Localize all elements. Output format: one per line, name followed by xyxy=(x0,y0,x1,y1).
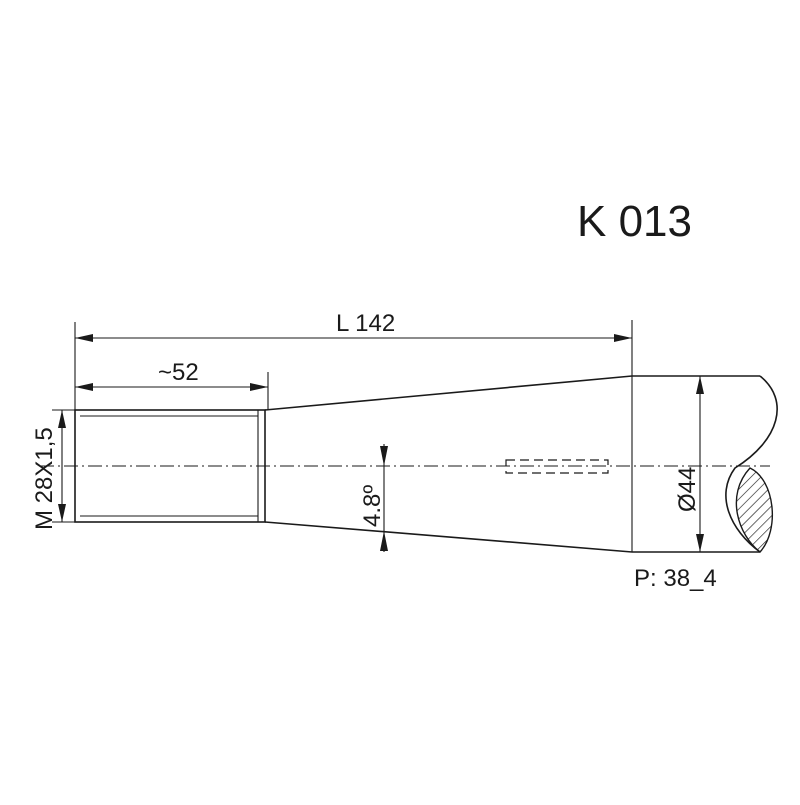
part-code: K 013 xyxy=(577,197,692,246)
dim-thread-label: M 28X1,5 xyxy=(31,427,58,530)
dim-thread-length-label: ~52 xyxy=(158,359,199,386)
dim-thread: M 28X1,5 xyxy=(31,409,75,530)
shaft-taper xyxy=(264,375,633,553)
keyway xyxy=(505,459,609,474)
dim-diameter: Ø44 xyxy=(674,376,704,552)
shaft-end xyxy=(631,320,778,553)
dim-total-length-label: L 142 xyxy=(336,310,395,337)
dim-taper-label: 4.8º xyxy=(359,485,386,527)
dim-total-length: L 142 xyxy=(74,310,632,410)
dim-taper: 4.8º xyxy=(359,444,388,552)
dim-thread-length: ~52 xyxy=(75,359,269,410)
section-hatch xyxy=(735,467,773,553)
part-ref: P: 38_4 xyxy=(634,565,717,592)
dim-diameter-label: Ø44 xyxy=(674,467,701,512)
